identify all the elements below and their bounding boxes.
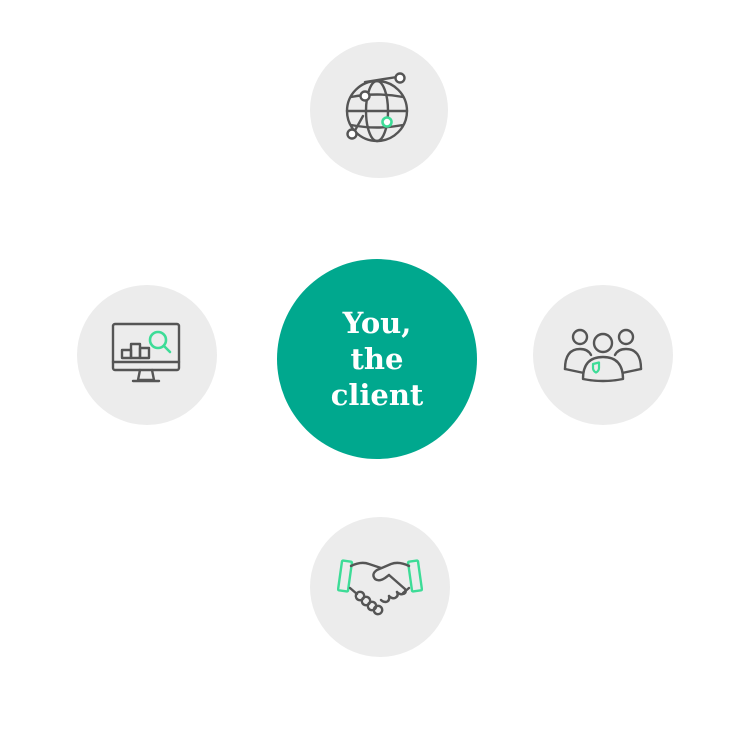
client-center-circle: You, the client	[277, 259, 477, 459]
center-label-line-1: You,	[342, 306, 412, 340]
node-global	[310, 42, 448, 178]
handshake-icon	[337, 559, 423, 616]
globe-network-icon	[345, 72, 409, 143]
node-partnership	[310, 517, 450, 657]
monitor-analytics-icon	[111, 322, 181, 383]
center-label-line-2: the	[350, 342, 404, 376]
node-team	[533, 285, 673, 425]
team-people-icon	[563, 328, 643, 383]
center-label-line-3: client	[330, 378, 424, 412]
node-analytics	[77, 285, 217, 425]
